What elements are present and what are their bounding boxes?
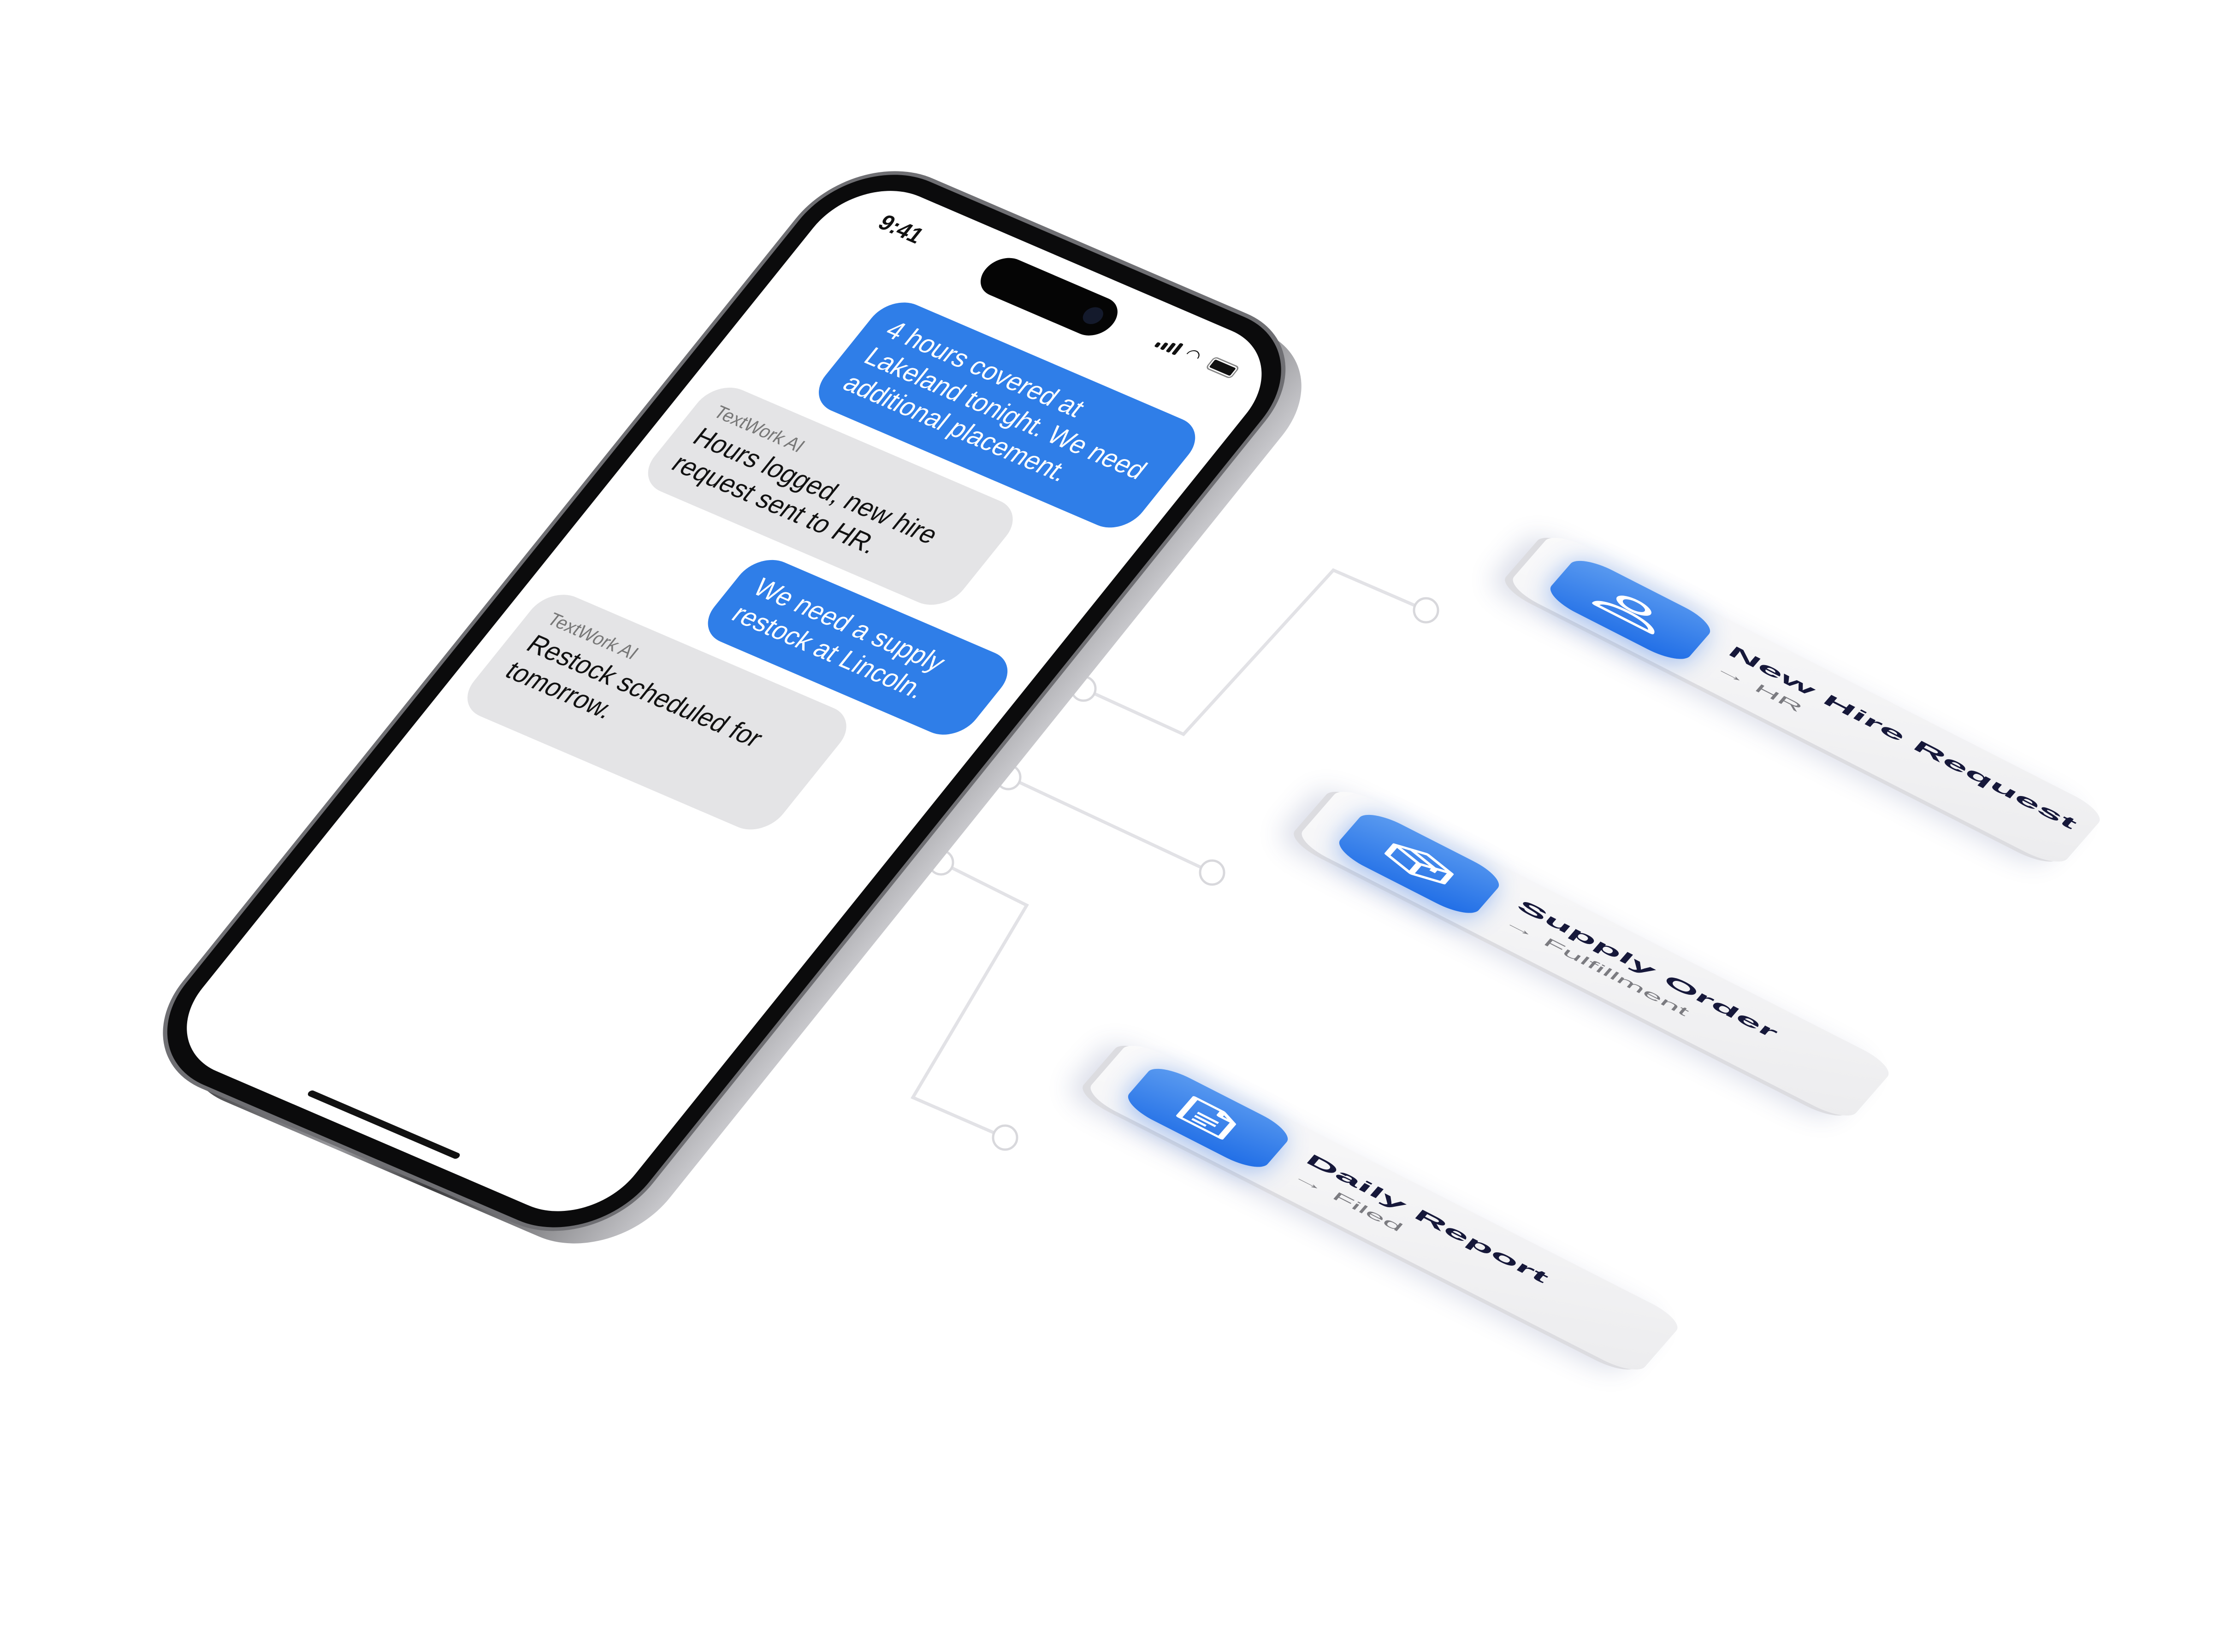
box-icon	[1331, 807, 1507, 920]
connector-daily-report	[910, 861, 1029, 1139]
camera-icon	[1078, 304, 1107, 327]
card-daily-report[interactable]: Daily Report → Filed	[1083, 1038, 1685, 1377]
connector-new-hire	[1083, 568, 1427, 737]
connector-supply	[1007, 775, 1213, 874]
wifi-icon: ◠	[1180, 344, 1207, 366]
battery-icon	[1205, 356, 1240, 379]
dynamic-island	[971, 252, 1127, 342]
signal-icon	[1154, 335, 1184, 355]
connector-dot	[1199, 859, 1225, 886]
connector-dot	[1413, 597, 1439, 624]
card-new-hire-request[interactable]: New Hire Request → HR	[1505, 531, 2107, 869]
card-supply-order[interactable]: Supply Order → Fulfillment	[1294, 785, 1896, 1123]
document-icon	[1120, 1061, 1296, 1174]
connector-dot	[992, 1124, 1018, 1151]
user-icon	[1543, 553, 1718, 667]
status-time: 9:41	[873, 210, 929, 248]
status-bar-icons: ◠	[1154, 334, 1240, 379]
